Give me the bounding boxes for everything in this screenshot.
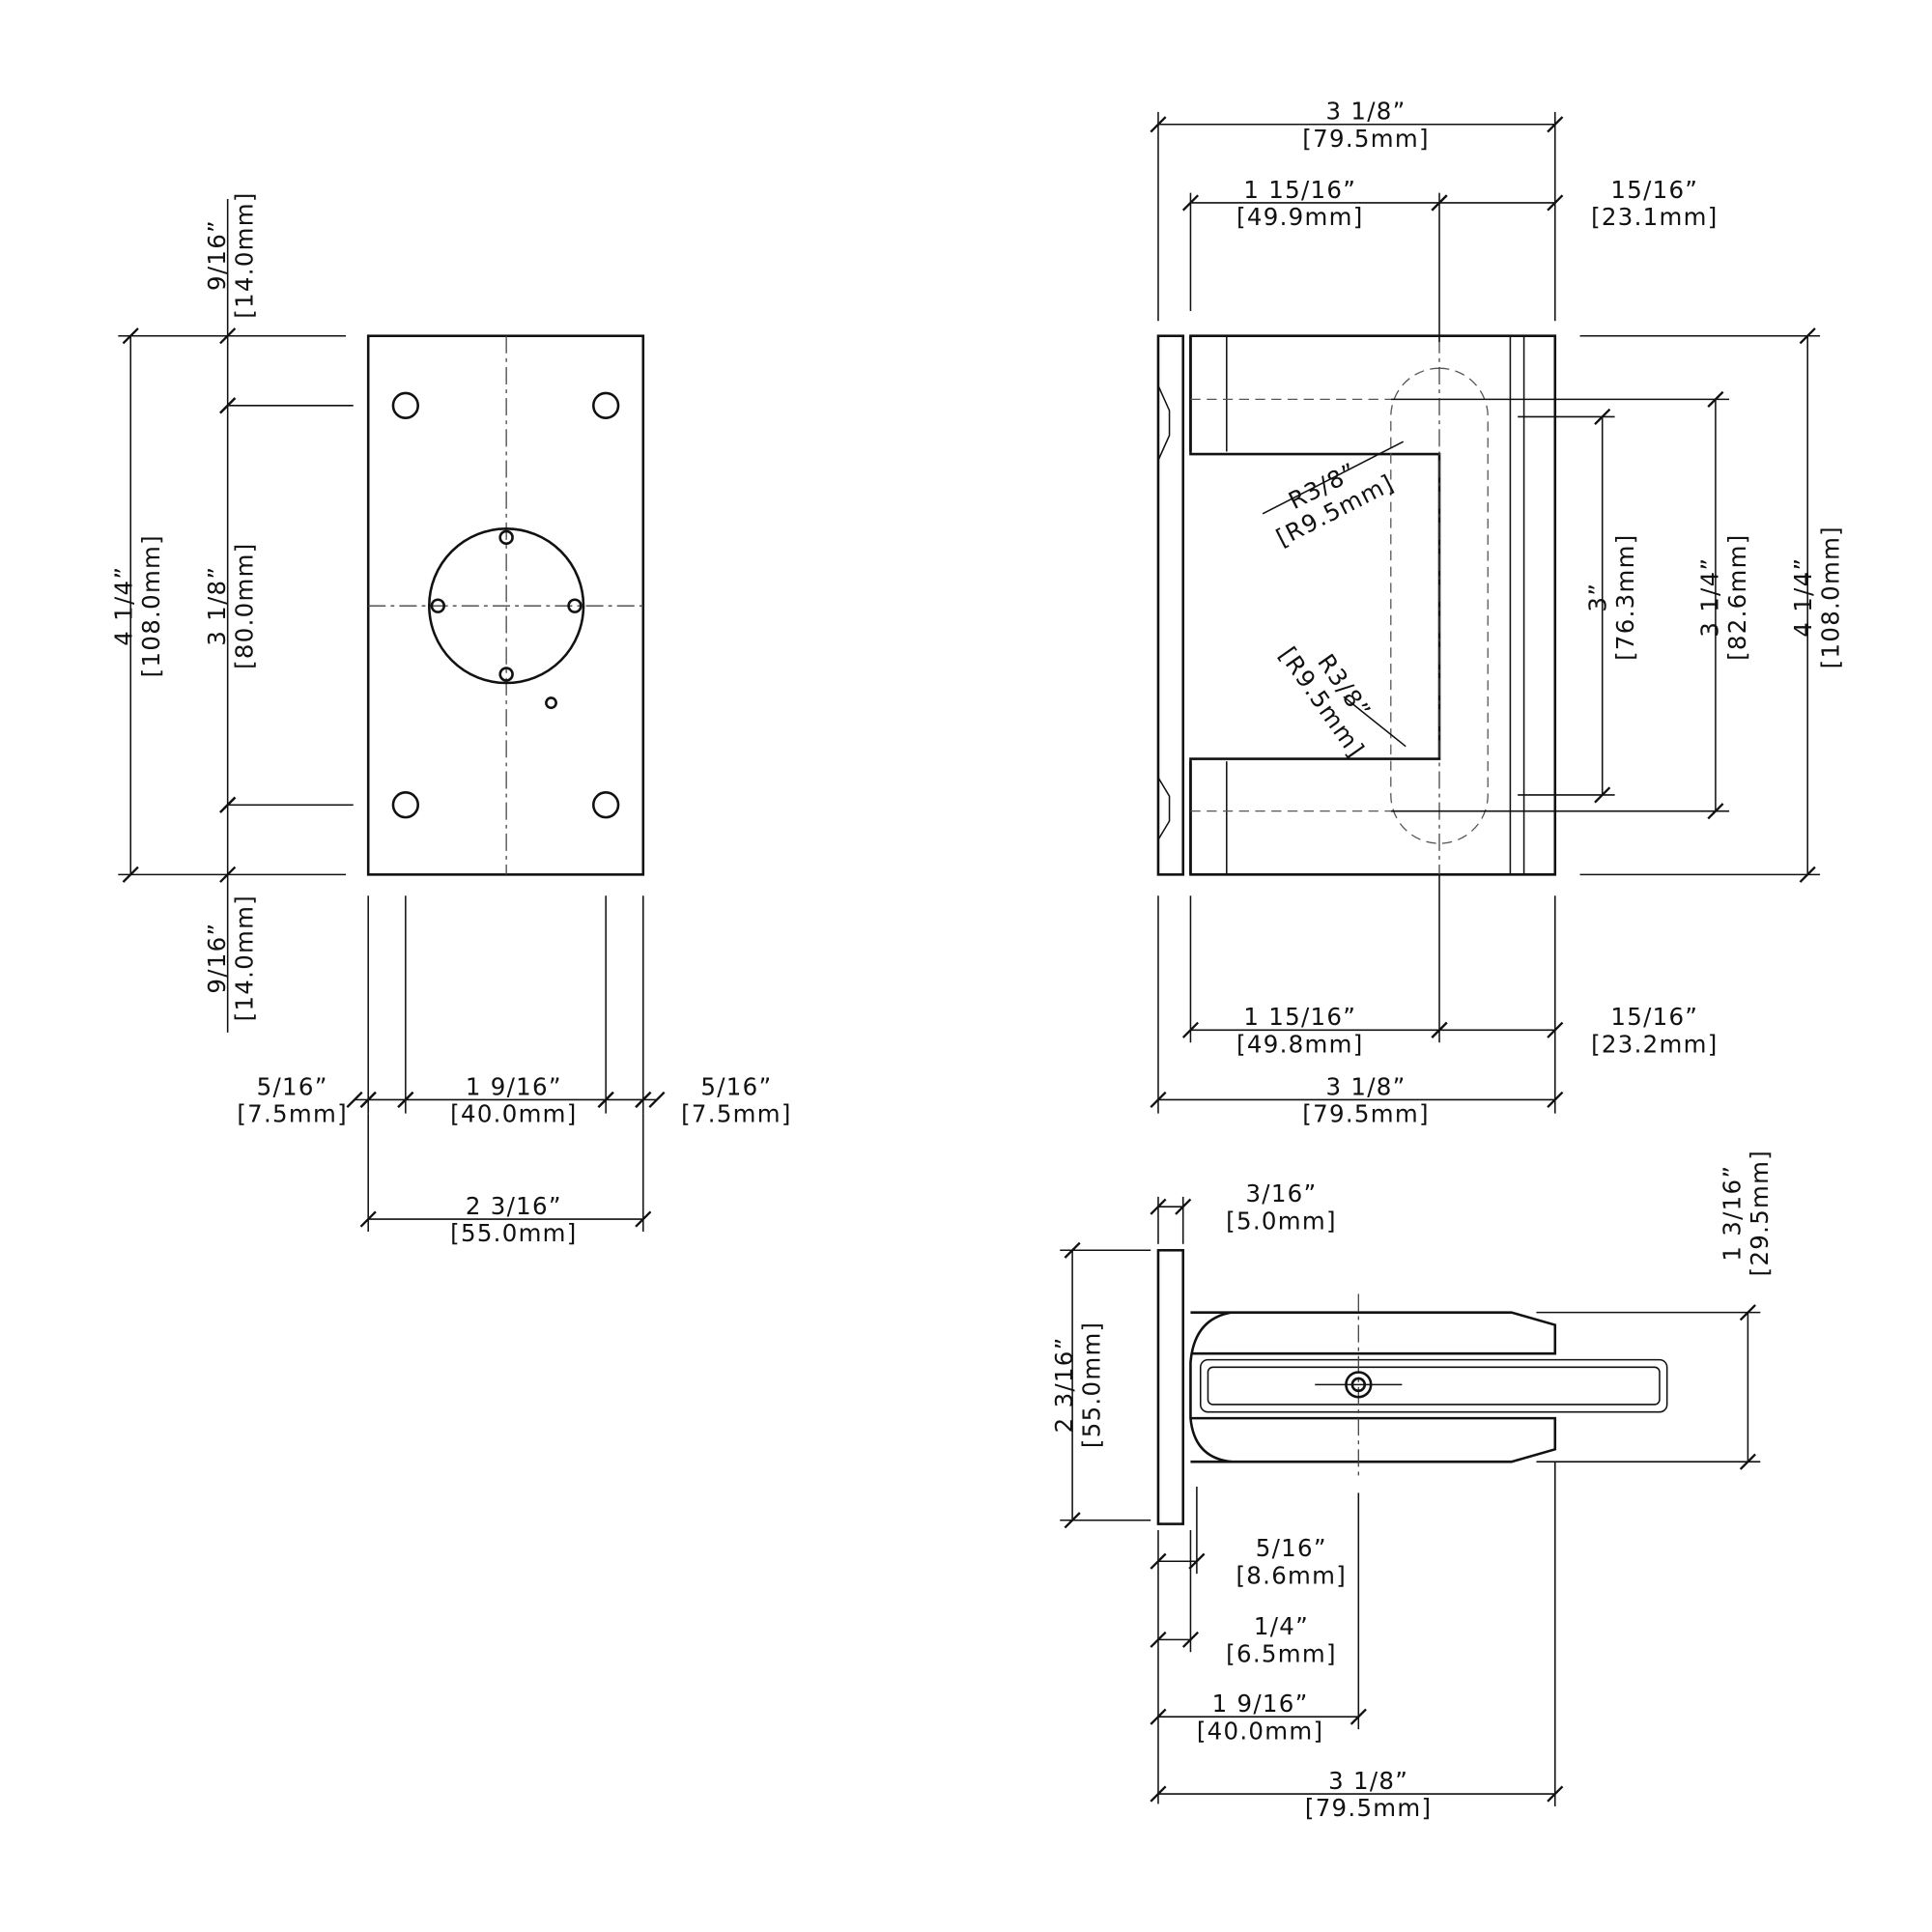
set-screw <box>1345 1371 1373 1399</box>
dim-overall-height-inch: 4 1/4” <box>110 566 138 646</box>
dim-offset-a-mm: [8.6mm] <box>1236 1561 1347 1589</box>
dimensions: 4 1/4”[108.0mm]9/16”[14.0mm]3 1/8”[80.0m… <box>110 98 1845 1823</box>
center-boss <box>428 527 585 685</box>
dim-offset-a-inch: 5/16” <box>1256 1534 1327 1562</box>
dim-overall-width-top-mm: [79.5mm] <box>1302 125 1429 153</box>
dim-left-section-bottom: 1 15/16”[49.8mm] <box>1236 1003 1363 1059</box>
dim-right-section-bottom: 15/16”[23.2mm] <box>1591 1003 1718 1059</box>
dim-plate-height-inch: 2 3/16” <box>1050 1336 1078 1433</box>
dim-left-section-bottom-mm: [49.8mm] <box>1236 1031 1363 1059</box>
dim-right-section-top-inch: 15/16” <box>1610 176 1698 204</box>
dim-clamp-height-mm: [29.5mm] <box>1746 1150 1774 1276</box>
dim-overall-width: 2 3/16”[55.0mm] <box>450 1192 577 1247</box>
dim-overall-width-mm: [55.0mm] <box>450 1219 577 1247</box>
dim-right-section-bottom-mm: [23.2mm] <box>1591 1031 1718 1059</box>
side-view-hinge <box>1156 1248 1668 1525</box>
dim-plate-thickness: 3/16”[5.0mm] <box>1226 1179 1337 1235</box>
dim-right-offset: 5/16”[7.5mm] <box>681 1072 792 1128</box>
dim-hole-spacing-vertical-inch: 3 1/8” <box>203 566 231 646</box>
dim-overall-width-top: 3 1/8”[79.5mm] <box>1302 98 1429 153</box>
dim-bottom-offset: 9/16”[14.0mm] <box>203 895 258 1021</box>
dim-left-offset-inch: 5/16” <box>257 1072 328 1100</box>
mounting-holes <box>391 391 620 819</box>
dim-right-section-top-mm: [23.1mm] <box>1591 203 1718 231</box>
dim-top-offset-inch: 9/16” <box>203 219 231 291</box>
dim-hole-spacing-vertical-mm: [80.0mm] <box>230 542 258 668</box>
dim-overall-height-top-inch: 4 1/4” <box>1789 557 1817 638</box>
dim-slot-inner: 3”[76.3mm] <box>1584 533 1639 660</box>
dim-slot-inner-inch: 3” <box>1584 582 1612 612</box>
dim-overall-width-bottom-mm: [79.5mm] <box>1302 1100 1429 1128</box>
dim-right-offset-mm: [7.5mm] <box>681 1100 792 1128</box>
dim-left-offset-mm: [7.5mm] <box>237 1100 348 1128</box>
dim-screw-offset: 1 9/16”[40.0mm] <box>1197 1690 1323 1745</box>
dim-overall-height-mm: [108.0mm] <box>137 534 165 677</box>
front-view-mounting-plate <box>366 334 645 876</box>
dim-plate-height-mm: [55.0mm] <box>1077 1321 1105 1448</box>
dim-overall-width-inch: 2 3/16” <box>466 1192 562 1220</box>
dim-hole-spacing-vertical: 3 1/8”[80.0mm] <box>203 542 258 668</box>
dim-overall-depth-inch: 3 1/8” <box>1328 1767 1408 1795</box>
dim-overall-height-top: 4 1/4”[108.0mm] <box>1789 526 1844 668</box>
dim-top-offset-mm: [14.0mm] <box>230 191 258 318</box>
dim-slot-outer-inch: 3 1/4” <box>1695 557 1723 638</box>
dim-left-section-top-inch: 1 15/16” <box>1243 176 1356 204</box>
dim-left-section-bottom-inch: 1 15/16” <box>1243 1003 1356 1031</box>
dim-right-offset-inch: 5/16” <box>700 1072 772 1100</box>
dim-slot-inner-mm: [76.3mm] <box>1611 533 1639 660</box>
dim-screw-offset-mm: [40.0mm] <box>1197 1717 1323 1745</box>
dim-offset-b-mm: [6.5mm] <box>1226 1640 1337 1668</box>
dim-slot-outer: 3 1/4”[82.6mm] <box>1695 533 1750 660</box>
dim-plate-height: 2 3/16”[55.0mm] <box>1050 1321 1105 1448</box>
dim-overall-height: 4 1/4”[108.0mm] <box>110 534 165 677</box>
dim-plate-thickness-inch: 3/16” <box>1245 1179 1317 1208</box>
dim-overall-width-bottom: 3 1/8”[79.5mm] <box>1302 1072 1429 1128</box>
dim-right-section-top: 15/16”[23.1mm] <box>1591 176 1718 231</box>
dim-overall-depth: 3 1/8”[79.5mm] <box>1305 1767 1432 1822</box>
dim-offset-a: 5/16”[8.6mm] <box>1236 1534 1347 1589</box>
dim-radius-top: R3/8”[R9.5mm] <box>1271 457 1399 552</box>
dim-hole-spacing-horizontal-inch: 1 9/16” <box>466 1072 562 1100</box>
dim-overall-width-top-inch: 3 1/8” <box>1325 98 1406 126</box>
dim-left-offset: 5/16”[7.5mm] <box>237 1072 348 1128</box>
dim-overall-width-bottom-inch: 3 1/8” <box>1325 1072 1406 1100</box>
dim-slot-outer-mm: [82.6mm] <box>1723 533 1751 660</box>
dim-right-section-bottom-inch: 15/16” <box>1610 1003 1698 1031</box>
dim-bottom-offset-inch: 9/16” <box>203 923 231 994</box>
dim-hole-spacing-horizontal-mm: [40.0mm] <box>450 1100 577 1128</box>
dim-overall-height-top-mm: [108.0mm] <box>1816 526 1844 668</box>
dim-offset-b-inch: 1/4” <box>1254 1612 1309 1640</box>
dim-clamp-height-inch: 1 3/16” <box>1719 1165 1747 1262</box>
dim-screw-offset-inch: 1 9/16” <box>1212 1690 1309 1718</box>
dim-overall-depth-mm: [79.5mm] <box>1305 1794 1432 1822</box>
dim-bottom-offset-mm: [14.0mm] <box>230 895 258 1021</box>
dim-plate-thickness-mm: [5.0mm] <box>1226 1207 1337 1235</box>
dim-top-offset: 9/16”[14.0mm] <box>203 191 258 318</box>
dim-offset-b: 1/4”[6.5mm] <box>1226 1612 1337 1668</box>
dim-clamp-height: 1 3/16”[29.5mm] <box>1719 1150 1774 1276</box>
top-view-hinge <box>1156 334 1557 876</box>
dim-radius-bottom: R3/8”[R9.5mm] <box>1274 641 1378 763</box>
dim-left-section-top: 1 15/16”[49.9mm] <box>1236 176 1363 231</box>
dim-left-section-top-mm: [49.9mm] <box>1236 203 1363 231</box>
dim-hole-spacing-horizontal: 1 9/16”[40.0mm] <box>450 1072 577 1128</box>
